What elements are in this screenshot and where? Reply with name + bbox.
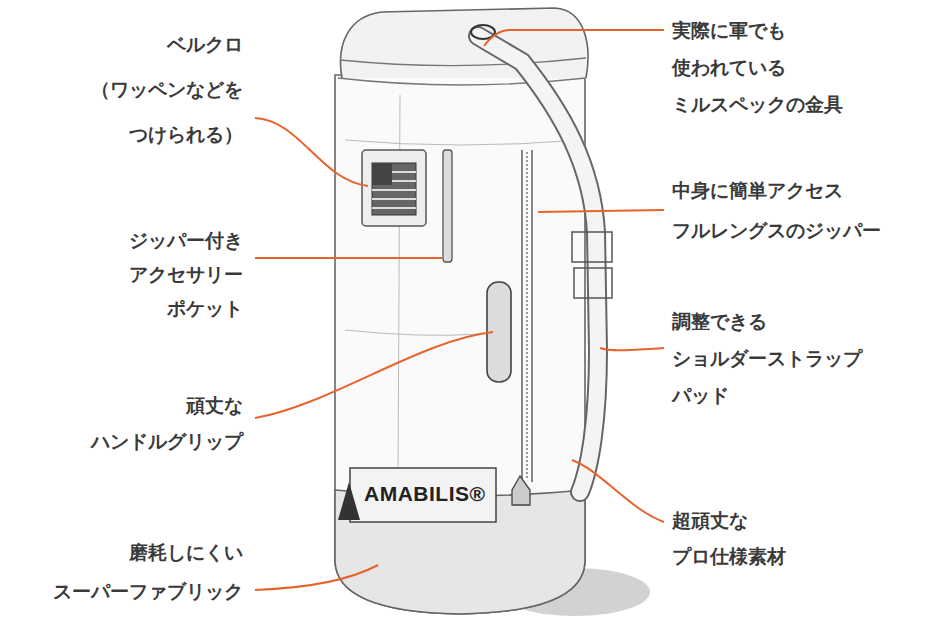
leader-line bbox=[484, 30, 664, 46]
zipper-teeth bbox=[526, 152, 528, 480]
velcro-patch bbox=[362, 150, 426, 226]
shoulder-strap-fill bbox=[478, 36, 598, 492]
leader-line bbox=[255, 257, 442, 259]
leader-line bbox=[572, 460, 664, 522]
callout-label: 調整できる ショルダーストラップ パッド bbox=[672, 303, 862, 414]
leader-line bbox=[538, 210, 664, 212]
leader-line bbox=[600, 348, 664, 350]
callout-label: ジッパー付き アクセサリー ポケット bbox=[129, 223, 243, 325]
full-zipper bbox=[522, 150, 532, 482]
leader-line bbox=[255, 565, 378, 590]
callout-label: 磨耗しにくい スーパーファブリック bbox=[53, 533, 243, 611]
panel-seam bbox=[345, 95, 580, 480]
roll-top bbox=[341, 8, 588, 78]
callout-label: 頑丈な ハンドルグリップ bbox=[91, 387, 243, 459]
strap-buckle bbox=[572, 232, 612, 262]
callout-label: ベルクロ （ワッペンなどを つけられる） bbox=[91, 22, 243, 157]
leader-line bbox=[255, 118, 368, 186]
brand-logo-text: AMABILIS® bbox=[364, 481, 485, 507]
callout-label: 超頑丈な プロ仕様素材 bbox=[672, 502, 786, 574]
callout-label: 実際に軍でも 使われている ミルスペックの金具 bbox=[672, 12, 843, 123]
pocket-zipper bbox=[443, 150, 452, 262]
zipper-pull bbox=[512, 476, 530, 505]
logo-mountain bbox=[338, 482, 360, 520]
logo-box bbox=[350, 468, 496, 522]
leader-line bbox=[255, 332, 493, 418]
leader-lines bbox=[255, 30, 664, 590]
flag-patch bbox=[372, 163, 416, 215]
flag-canton bbox=[372, 163, 392, 185]
shoulder-strap bbox=[478, 36, 598, 492]
callout-label: 中身に簡単アクセス フルレングスのジッパー bbox=[672, 170, 881, 250]
strap-buckle bbox=[574, 268, 612, 298]
bag-body bbox=[335, 75, 585, 614]
